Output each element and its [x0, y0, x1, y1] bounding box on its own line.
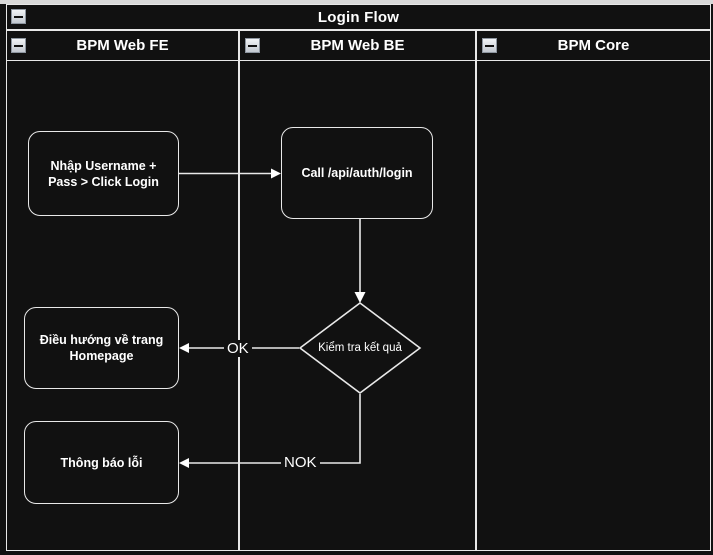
- node-show-error[interactable]: Thông báo lỗi: [24, 421, 179, 504]
- node-input-line2: Pass > Click Login: [48, 174, 159, 189]
- node-decision-label: Kiểm tra kết quả: [318, 342, 402, 354]
- node-error-line1: Thông báo lỗi: [60, 455, 143, 470]
- diamond-shape: [298, 302, 422, 394]
- edge-label-ok: OK: [224, 340, 252, 357]
- lane-body-bpm-core: [477, 61, 710, 550]
- node-redirect-line2: Homepage: [69, 349, 134, 363]
- lane-header-bpm-core: BPM Core: [477, 31, 710, 61]
- node-call-api[interactable]: Call /api/auth/login: [281, 127, 433, 219]
- lane-collapse-icon-bpm-web-fe[interactable]: [11, 38, 26, 53]
- edge-label-nok: NOK: [281, 454, 320, 471]
- page-title: Login Flow: [317, 8, 400, 26]
- pool-collapse-icon[interactable]: [11, 9, 26, 24]
- pool-title-bar: Login Flow: [6, 4, 711, 30]
- lane-header-bpm-web-fe: BPM Web FE: [7, 31, 238, 61]
- lane-collapse-icon-bpm-core[interactable]: [482, 38, 497, 53]
- node-input-credentials[interactable]: Nhập Username + Pass > Click Login: [28, 131, 179, 216]
- node-decision-check-result[interactable]: Kiểm tra kết quả: [298, 302, 422, 394]
- window-top-strip: [0, 0, 713, 4]
- node-redirect-homepage[interactable]: Điều hướng về trang Homepage: [24, 307, 179, 389]
- lane-label-bpm-core: BPM Core: [557, 37, 630, 54]
- node-redirect-line1: Điều hướng về trang: [39, 333, 164, 347]
- lane-header-bpm-web-be: BPM Web BE: [240, 31, 475, 61]
- lane-label-bpm-web-be: BPM Web BE: [310, 37, 405, 54]
- lane-bpm-core: BPM Core: [476, 30, 711, 551]
- lane-collapse-icon-bpm-web-be[interactable]: [245, 38, 260, 53]
- lane-bpm-web-be: BPM Web BE: [239, 30, 476, 551]
- node-call-line1: Call /api/auth/login: [301, 166, 413, 180]
- node-input-line1: Nhập Username +: [50, 158, 157, 173]
- lane-label-bpm-web-fe: BPM Web FE: [76, 37, 169, 54]
